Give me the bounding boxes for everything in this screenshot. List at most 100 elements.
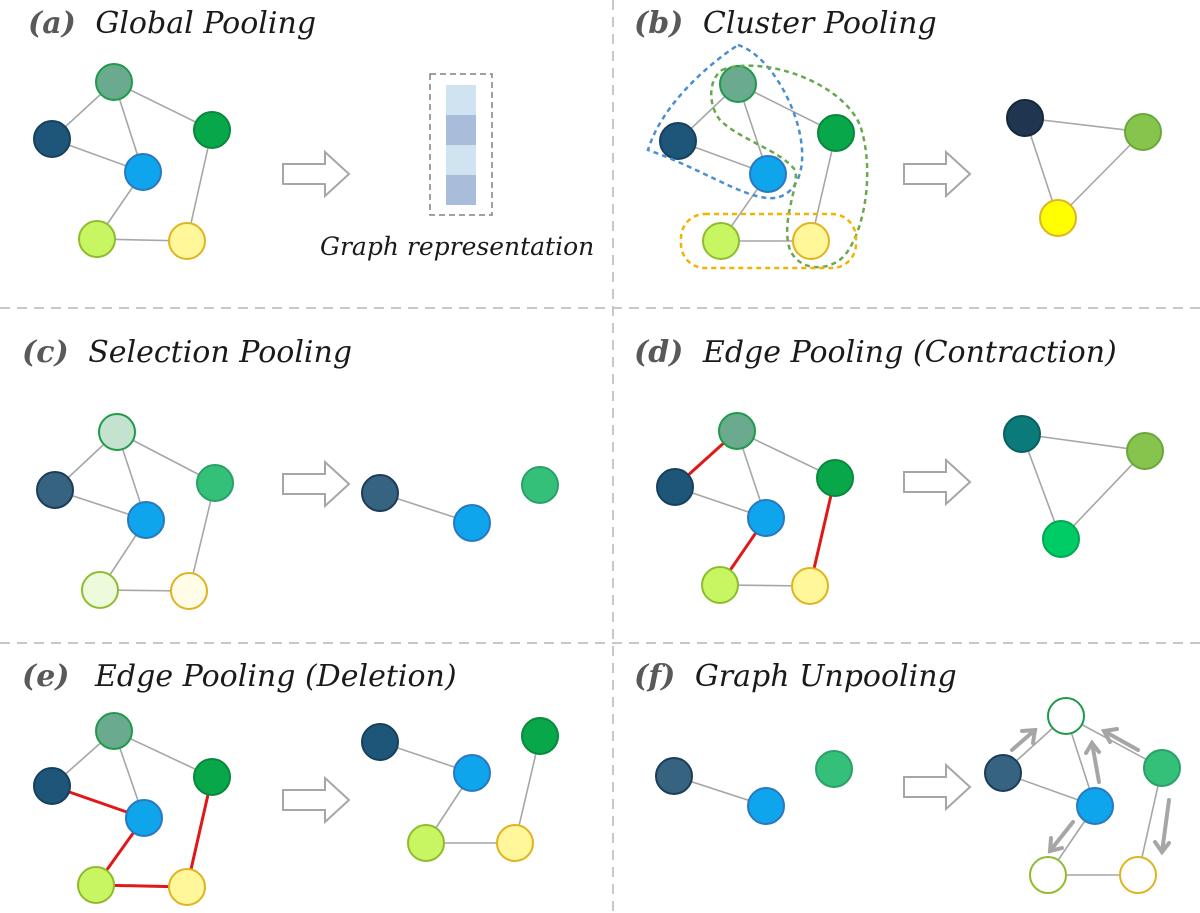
node	[816, 459, 854, 497]
node	[124, 153, 162, 191]
panel-b-label: (b)	[634, 6, 683, 41]
node	[521, 717, 559, 755]
panel-b-title-text: Cluster Pooling	[703, 6, 937, 41]
transform-arrow	[282, 777, 350, 823]
cluster-outline-green	[710, 64, 869, 269]
node	[747, 787, 785, 825]
panel-d-contracted-graph	[1003, 415, 1164, 558]
node-dropped	[98, 413, 136, 451]
transform-arrow	[903, 151, 971, 197]
node	[361, 723, 399, 761]
panel-f-title: (f) Graph Unpooling	[634, 659, 957, 694]
graph-representation-caption: Graph representation	[320, 232, 594, 261]
transform-arrow	[903, 459, 971, 505]
node	[453, 504, 491, 542]
node-restored	[1047, 697, 1085, 735]
panel-a: (a) Global Pooling Graph represent	[28, 6, 594, 261]
node	[1076, 787, 1114, 825]
panel-e-label: (e)	[22, 659, 69, 694]
node	[125, 799, 163, 837]
node	[718, 412, 756, 450]
panel-f-pooled-graph	[655, 750, 853, 825]
node	[792, 222, 830, 260]
unpool-arrow	[1153, 798, 1171, 856]
panel-f: (f) Graph Unpooling	[634, 659, 1181, 894]
node	[817, 114, 855, 152]
panel-f-unpooled-graph	[984, 697, 1181, 894]
node	[407, 824, 445, 862]
node	[1006, 99, 1044, 137]
node	[95, 63, 133, 101]
panel-b: (b) Cluster Pooling	[634, 6, 1162, 270]
unpooling-arrows	[1010, 727, 1171, 856]
panel-d-title-text: Edge Pooling (Contraction)	[702, 335, 1117, 370]
node	[656, 468, 694, 506]
transform-arrow	[903, 764, 971, 810]
node	[815, 750, 853, 788]
panel-d: (d) Edge Pooling (Contraction)	[634, 335, 1164, 605]
node	[1126, 432, 1164, 470]
unpool-arrow	[1010, 727, 1038, 752]
panel-b-pooled-graph	[1006, 99, 1162, 237]
node-restored	[1029, 856, 1067, 894]
node	[719, 65, 757, 103]
transform-arrow	[282, 461, 350, 507]
node	[984, 754, 1022, 792]
node	[521, 466, 559, 504]
node	[701, 566, 739, 604]
unpool-arrow	[1100, 727, 1140, 752]
node	[1143, 749, 1181, 787]
panel-d-title: (d) Edge Pooling (Contraction)	[634, 335, 1117, 370]
node	[95, 712, 133, 750]
panel-b-input-graph	[659, 65, 855, 260]
node	[791, 567, 829, 605]
node-restored	[1119, 856, 1157, 894]
panel-c-input-graph	[36, 413, 234, 610]
panel-d-input-graph	[656, 412, 854, 605]
node	[193, 111, 231, 149]
node	[1003, 415, 1041, 453]
cluster-outline-blue	[646, 43, 804, 200]
node	[78, 220, 116, 258]
panel-d-label: (d)	[634, 335, 683, 370]
node	[1124, 113, 1162, 151]
panel-a-title-text: Global Pooling	[95, 6, 316, 41]
node	[33, 120, 71, 158]
panel-e-input-graph	[33, 712, 231, 906]
unpool-arrow	[1084, 739, 1101, 784]
panel-a-title: (a) Global Pooling	[28, 6, 316, 41]
node	[33, 767, 71, 805]
node	[127, 501, 165, 539]
transform-arrow	[282, 151, 350, 197]
node	[196, 464, 234, 502]
cluster-outline-orange	[679, 212, 858, 270]
unpool-arrow	[1047, 820, 1075, 854]
node	[453, 754, 491, 792]
node	[77, 866, 115, 904]
node-dropped	[81, 571, 119, 609]
node	[655, 757, 693, 795]
panel-e-title-text: Edge Pooling (Deletion)	[94, 659, 457, 694]
node	[747, 499, 785, 537]
panel-c-selected-graph	[361, 466, 559, 542]
panel-c: (c) Selection Pooling	[22, 335, 559, 610]
node	[361, 474, 399, 512]
panel-a-input-graph	[33, 63, 231, 260]
panel-e-result-graph	[361, 717, 559, 862]
node	[702, 222, 740, 260]
node	[193, 758, 231, 796]
panel-a-label: (a)	[28, 6, 76, 41]
node	[1039, 199, 1077, 237]
panel-c-title-text: Selection Pooling	[88, 335, 352, 370]
panel-c-title: (c) Selection Pooling	[22, 335, 352, 370]
node	[168, 222, 206, 260]
node	[496, 824, 534, 862]
panel-f-label: (f)	[634, 659, 675, 694]
node	[1042, 520, 1080, 558]
panel-c-label: (c)	[22, 335, 69, 370]
graph-representation-vector	[429, 73, 493, 216]
node	[168, 868, 206, 906]
panel-e: (e) Edge Pooling (Deletion)	[22, 659, 559, 906]
panel-e-title: (e) Edge Pooling (Deletion)	[22, 659, 457, 694]
